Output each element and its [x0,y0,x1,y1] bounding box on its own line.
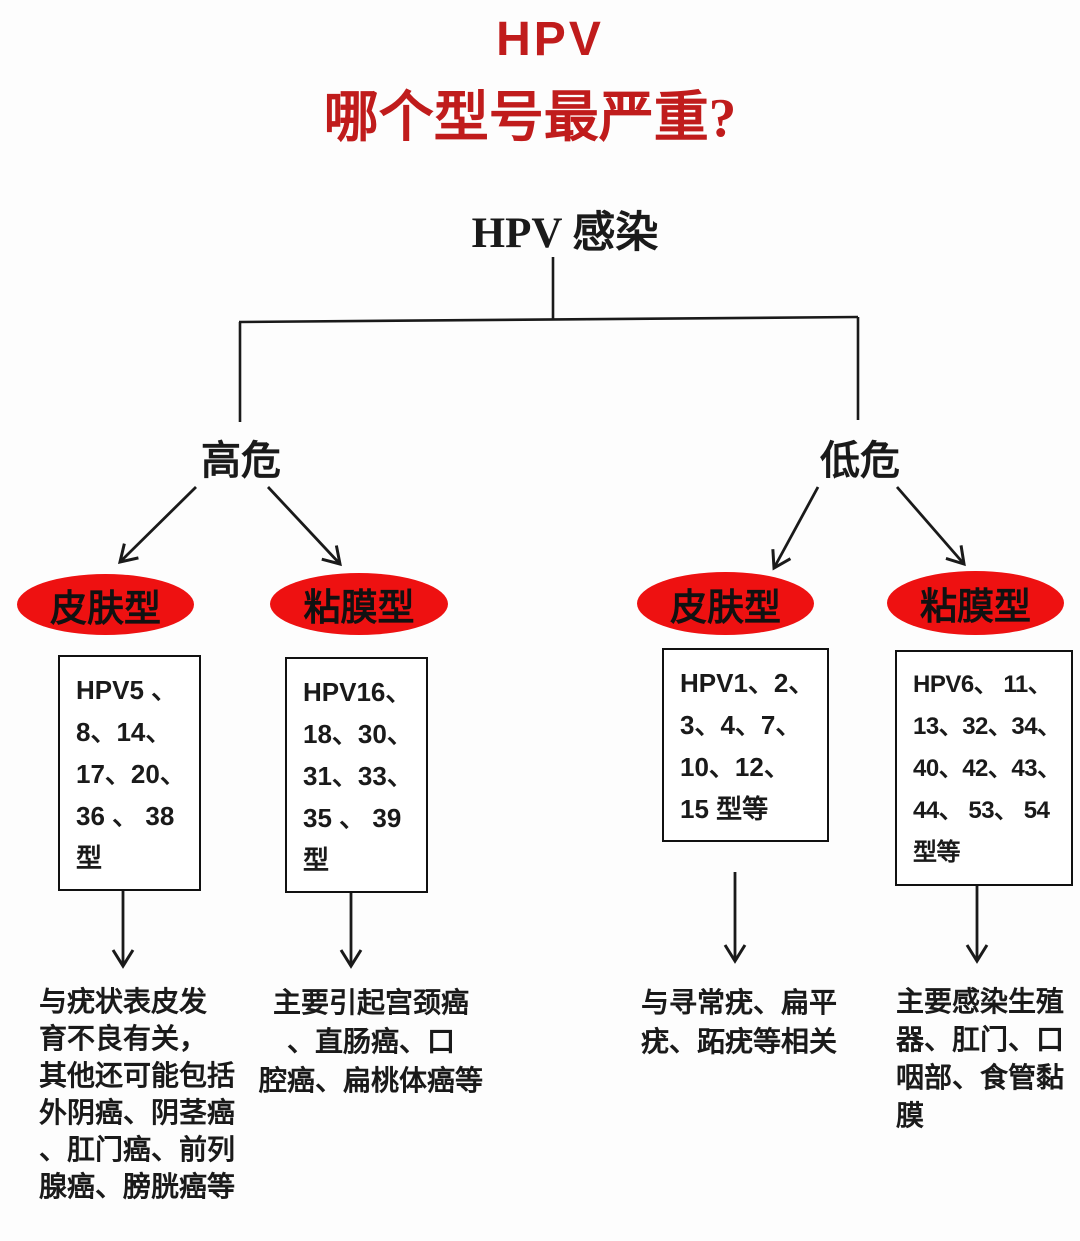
typebox-high-risk-skin: HPV5 、 8、14、 17、20、 36 、 38 型 [58,655,201,891]
node-label: 皮肤型 [50,588,161,630]
node-label: 皮肤型 [670,587,781,629]
arrow-high-to-mucosa [266,486,342,567]
node-low-risk-skin-type: 皮肤型 [637,572,814,635]
node-low-risk-mucosa-type: 粘膜型 [887,571,1064,635]
typebox-low-risk-mucosa: HPV6、 11、 13、32、34、 40、42、43、 44、 53、 54… [895,650,1073,886]
typebox-high-risk-mucosa: HPV16、 18、30、 31、33、 35 、 39 型 [285,657,428,893]
root-node-hpv-infection: HPV 感染 [471,210,659,257]
desc-low-risk-skin: 与寻常疣、扁平 疣、跖疣等相关 [641,987,838,1057]
page-subtitle: 哪个型号最严重? [323,87,737,148]
branch-label-high-risk: 高危 [201,438,281,483]
branch-label-low-risk: 低危 [820,438,900,483]
arrow-low-to-skin [771,486,820,571]
node-label: 粘膜型 [303,588,415,629]
node-high-risk-mucosa-type: 粘膜型 [270,573,448,635]
desc-high-risk-skin: 与疣状表皮发 育不良有关， 其他还可能包括 外阴癌、阴茎癌 、肛门癌、前列 腺癌… [39,986,236,1202]
page-title: HPV [496,13,604,66]
arrow-high-to-skin [117,486,197,564]
node-label: 粘膜型 [920,587,1031,628]
branch-crossbar-line [238,315,859,324]
typebox-low-risk-skin: HPV1、2、 3、4、7、 10、12、 15 型等 [662,648,830,842]
desc-high-risk-mucosa: 主要引起宫颈癌 、直肠癌、口 腔癌、扁桃体癌等 [258,987,483,1096]
desc-low-risk-mucosa: 主要感染生殖 器、肛门、口 咽部、食管黏 膜 [896,986,1065,1131]
node-high-risk-skin-type: 皮肤型 [17,574,194,635]
arrow-low-to-mucosa [895,486,966,567]
